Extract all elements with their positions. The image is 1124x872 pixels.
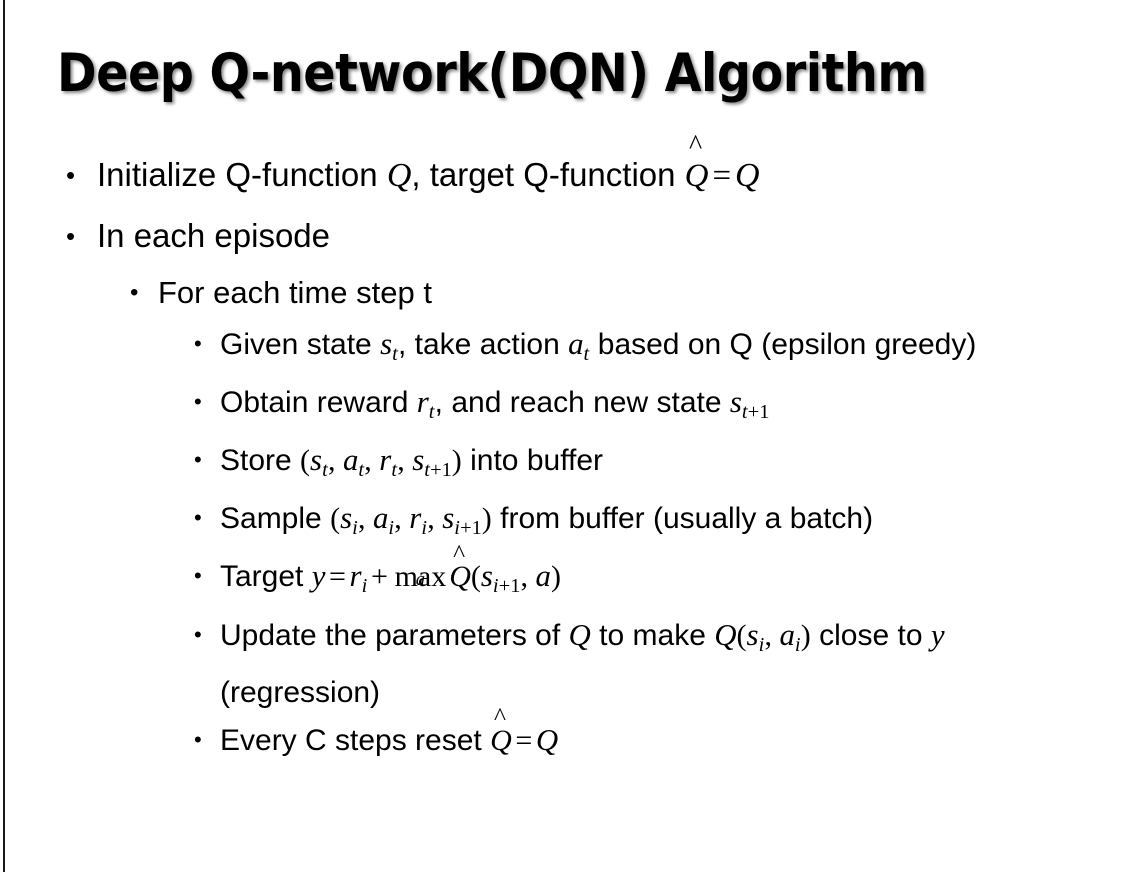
bullet-text: Sample (si, ai, ri, si+1) from buffer (u… <box>220 500 874 540</box>
bullet-text: Obtain reward rt, and reach new state st… <box>220 384 770 424</box>
math-s-sub-t: st <box>380 326 398 366</box>
math-q-hat: Q^ <box>684 129 709 194</box>
bullet-dot-icon: • <box>194 563 202 589</box>
bullet-obtain-reward-reach-state: • Obtain reward rt, and reach new state … <box>0 378 1124 436</box>
bullet-text: Given state st, take action at based on … <box>220 326 977 366</box>
bullet-dot-icon: • <box>194 726 202 752</box>
math-r-sub-t: rt <box>416 384 435 424</box>
bullet-text: Every C steps reset Q^=Q <box>220 701 1094 764</box>
math-q-call: Q(si, ai) <box>714 616 811 656</box>
left-edge-rule <box>3 0 5 872</box>
math-q: Q <box>386 157 412 194</box>
bullet-dot-icon: • <box>130 279 139 306</box>
bullet-dot-icon: • <box>194 331 202 356</box>
hat-accent-icon: ^ <box>493 701 506 731</box>
math-tuple-t: (st, at, rt, st+1) <box>300 442 462 482</box>
bullet-sample-from-buffer: • Sample (si, ai, ri, si+1) from buffer … <box>0 494 1124 552</box>
bullet-text: Store (st, at, rt, st+1) into buffer <box>220 442 603 482</box>
math-equals: = <box>712 158 732 194</box>
math-q: Q <box>535 721 559 757</box>
math-q-hat: Q^ <box>490 701 512 757</box>
math-y: y <box>930 616 945 652</box>
bullet-update-parameters: • Update the parameters of Q to make Q(s… <box>0 611 1124 716</box>
math-q-hat: Q^ <box>449 538 471 594</box>
math-q: Q <box>568 616 591 652</box>
bullet-given-state-take-action: • Given state st, take action at based o… <box>0 320 1124 378</box>
bullet-dot-icon: • <box>194 389 202 415</box>
math-a-sub-t: at <box>568 326 590 366</box>
bullet-text: In each episode <box>97 217 331 254</box>
math-tuple-i: (si, ai, ri, si+1) <box>330 500 492 540</box>
math-s-sub-t-plus-1: st+1 <box>729 384 770 424</box>
bullet-text: Update the parameters of Q to make Q(si,… <box>220 616 945 709</box>
math-q: Q <box>735 157 760 194</box>
bullet-store-into-buffer: • Store (st, at, rt, st+1) into buffer <box>0 436 1124 494</box>
bullet-every-c-steps-reset: • Every C steps reset Q^=Q <box>0 701 1124 764</box>
bullet-for-each-time-step: • For each time step t <box>0 266 1124 320</box>
bullet-initialize-q-function: • Initialize Q-function Q, target Q-func… <box>0 129 1124 206</box>
bullet-dot-icon: • <box>194 505 202 531</box>
bullet-dot-icon: • <box>66 221 76 251</box>
bullet-dot-icon: • <box>66 160 76 190</box>
hat-accent-icon: ^ <box>453 538 466 568</box>
bullet-text: Initialize Q-function Q, target Q-functi… <box>97 129 1124 206</box>
bullet-dot-icon: • <box>194 621 202 647</box>
math-equals: = <box>515 723 533 757</box>
math-max-underscript: a <box>415 568 426 590</box>
slide-body: • Initialize Q-function Q, target Q-func… <box>0 129 1124 764</box>
page-title: Deep Q-network(DQN) Algorithm <box>57 43 927 104</box>
bullet-dot-icon: • <box>194 447 202 473</box>
bullet-in-each-episode: • In each episode <box>0 206 1124 266</box>
hat-accent-icon: ^ <box>688 129 703 161</box>
bullet-text: For each time step t <box>158 275 432 310</box>
